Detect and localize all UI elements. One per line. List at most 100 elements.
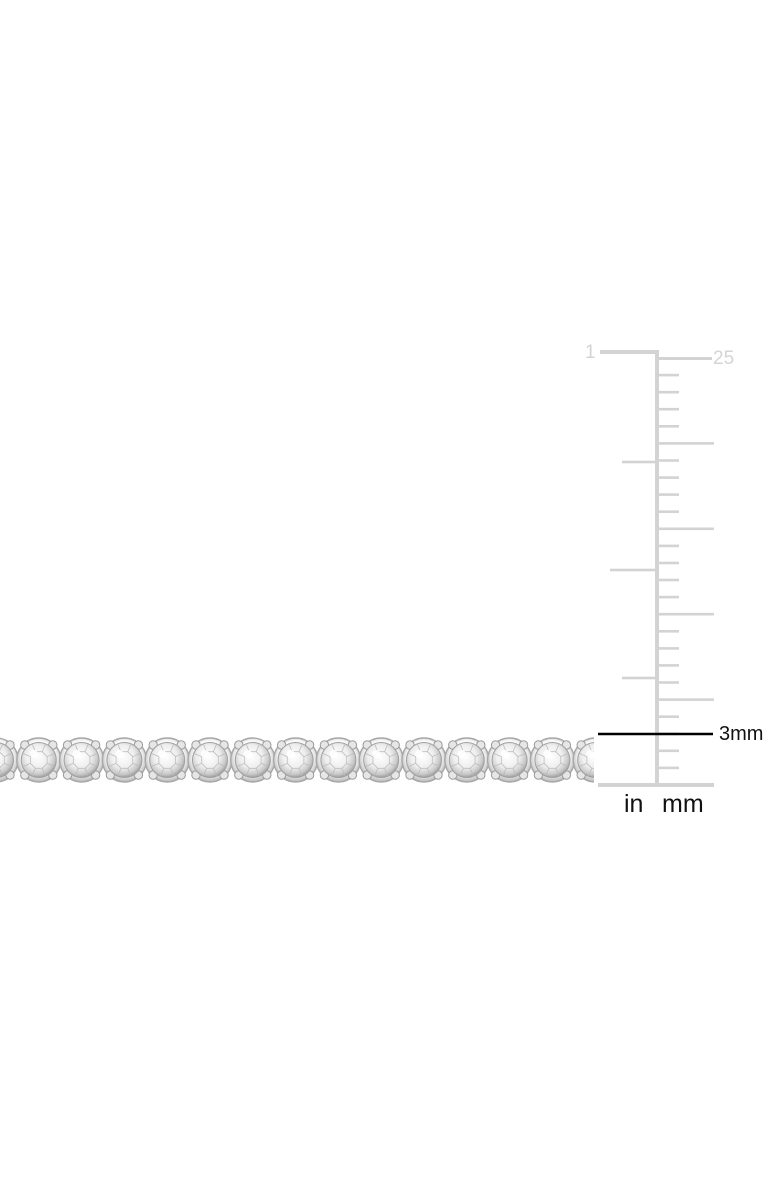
ruler-top-mm-label: 25 bbox=[713, 348, 735, 369]
diamond-facet-line bbox=[298, 744, 303, 752]
ruler-mm-minor-tick bbox=[657, 578, 679, 582]
diamond-facet-line bbox=[127, 768, 132, 776]
diamond-facet-line bbox=[203, 768, 207, 776]
diamond-facet-line bbox=[536, 753, 545, 757]
diamond-facet-line bbox=[194, 763, 202, 767]
diamond-facet-line bbox=[255, 768, 260, 776]
diamond-facet-line bbox=[84, 744, 89, 752]
diamond-facet-line bbox=[31, 768, 36, 776]
ruler-mm-minor-tick bbox=[657, 715, 679, 718]
diamond-facet-line bbox=[132, 753, 141, 757]
diamond-facet-line bbox=[160, 768, 165, 776]
diamond-stone bbox=[63, 742, 100, 778]
diamond-facets bbox=[0, 744, 12, 776]
ruler-mm-minor-tick bbox=[657, 647, 679, 650]
ruler-inch-tick bbox=[622, 676, 657, 680]
bracelet-stone bbox=[358, 737, 411, 783]
diamond-stone bbox=[149, 742, 186, 778]
diamond-facet-line bbox=[132, 763, 141, 767]
measurement-label: 3mm bbox=[719, 723, 764, 745]
ruler-mm-minor-tick bbox=[657, 749, 679, 753]
diamond-facet-line bbox=[175, 763, 184, 767]
diamond-stone bbox=[192, 742, 228, 778]
diamond-facet-line bbox=[341, 768, 346, 776]
diamond-highlight bbox=[72, 750, 81, 758]
diamond-facet-line bbox=[450, 763, 459, 767]
diamond-facet-line bbox=[408, 763, 416, 767]
ruler-mm-minor-tick bbox=[657, 664, 679, 667]
ruler-top-inch-label: 1 bbox=[585, 342, 596, 363]
diamond-facet-line bbox=[41, 744, 46, 752]
bracelet-stone bbox=[187, 737, 239, 783]
diamond-facet-line bbox=[469, 744, 474, 752]
diamond-stone bbox=[406, 742, 442, 778]
diamond-facet-line bbox=[89, 753, 98, 757]
diamond-facet-line bbox=[579, 753, 588, 757]
diamond-facet-line bbox=[218, 753, 226, 757]
diamond-facets bbox=[236, 744, 269, 776]
ruler-mm-minor-tick bbox=[657, 766, 679, 770]
ruler-top-mm-tick bbox=[657, 357, 712, 360]
diamond-facet-line bbox=[22, 753, 31, 757]
ruler-mm-major-tick bbox=[657, 442, 714, 445]
ruler-mm-minor-tick bbox=[657, 681, 679, 684]
diamond-facet-line bbox=[545, 768, 550, 776]
diamond-facet-line bbox=[331, 768, 336, 776]
diamond-facet-line bbox=[279, 763, 288, 767]
diamond-facets bbox=[408, 744, 440, 776]
diamond-facet-line bbox=[279, 753, 288, 757]
diamond-facet-line bbox=[365, 753, 374, 757]
diamond-stone bbox=[106, 742, 143, 778]
diamond-facet-line bbox=[127, 744, 132, 752]
diamond-facet-line bbox=[417, 768, 421, 776]
diamond-facet-line bbox=[341, 744, 346, 752]
diamond-facet-line bbox=[213, 768, 217, 776]
diamond-facet-line bbox=[245, 768, 250, 776]
diamond-facet-line bbox=[555, 744, 560, 752]
diamond-facet-line bbox=[236, 763, 245, 767]
ruler-mm-minor-tick bbox=[657, 630, 679, 633]
bracelet-stone bbox=[315, 737, 368, 783]
diamond-facet-line bbox=[512, 768, 517, 776]
diamond-highlight bbox=[329, 750, 338, 758]
diamond-facets bbox=[151, 744, 184, 776]
diamond-facet-line bbox=[46, 753, 55, 757]
diamond-facet-line bbox=[346, 763, 355, 767]
diamond-facet-line bbox=[194, 753, 202, 757]
diamond-facet-line bbox=[346, 753, 355, 757]
diamond-facets bbox=[365, 744, 398, 776]
diamond-facet-line bbox=[74, 768, 79, 776]
diamond-facet-line bbox=[288, 768, 293, 776]
diamond-facet-line bbox=[374, 768, 379, 776]
diamond-facet-line bbox=[41, 768, 46, 776]
diamond-highlight bbox=[586, 750, 595, 758]
diamond-facet-line bbox=[427, 768, 431, 776]
ruler-inch-tick bbox=[622, 460, 657, 464]
diamond-facet-line bbox=[151, 753, 160, 757]
ruler-mm-minor-tick bbox=[657, 493, 679, 496]
ruler-mm-minor-tick bbox=[657, 390, 679, 394]
diamond-facet-line bbox=[4, 763, 12, 767]
diamond-facet-line bbox=[560, 763, 569, 767]
diamond-facet-line bbox=[213, 744, 217, 752]
diamond-facet-line bbox=[459, 768, 464, 776]
diamond-highlight bbox=[457, 750, 466, 758]
diamond-facet-line bbox=[536, 763, 545, 767]
diamond-facet-line bbox=[555, 768, 560, 776]
diamond-highlight bbox=[243, 750, 252, 758]
diamond-facet-line bbox=[588, 768, 593, 776]
diamond-facet-line bbox=[502, 768, 507, 776]
ruler-mm-major-tick bbox=[657, 527, 714, 531]
diamond-facet-line bbox=[579, 763, 588, 767]
ruler-base bbox=[598, 783, 714, 787]
diamond-facet-line bbox=[322, 753, 331, 757]
unit-inches-label: in bbox=[624, 790, 644, 818]
diamond-facet-line bbox=[22, 763, 31, 767]
diamond-facet-line bbox=[474, 763, 483, 767]
diamond-facet-line bbox=[151, 763, 160, 767]
diamond-facet-line bbox=[260, 763, 269, 767]
diamond-highlight bbox=[372, 750, 381, 758]
diamond-facet-line bbox=[384, 768, 389, 776]
diamond-facet-line bbox=[260, 753, 269, 757]
